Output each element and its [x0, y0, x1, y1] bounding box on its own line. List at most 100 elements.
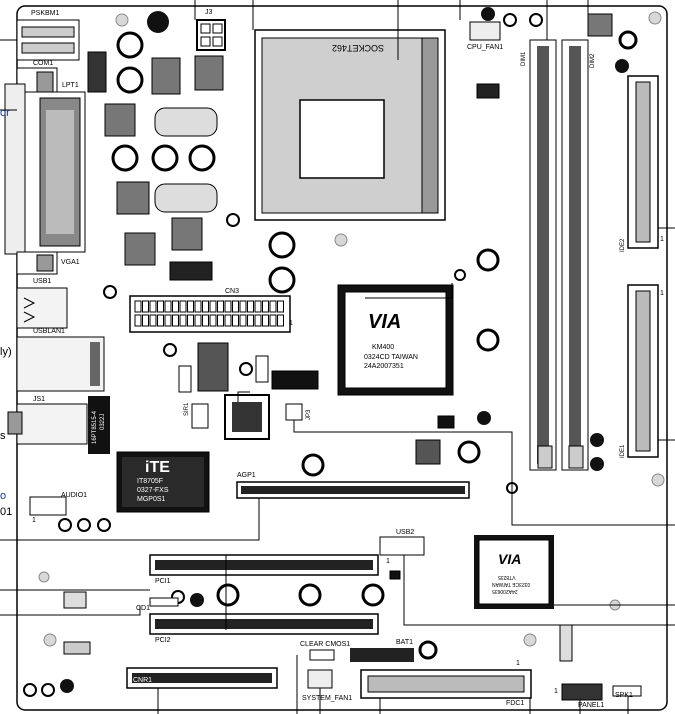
- cn3-pin: [262, 300, 269, 313]
- edge-text-or: or: [0, 107, 10, 119]
- pci1-label: PCI1: [155, 578, 171, 585]
- cn3-pin: [142, 300, 149, 313]
- com-port: [16, 67, 58, 97]
- cn3-pin: [164, 300, 172, 313]
- via-south-model: VT8235: [498, 574, 516, 580]
- super-io-chip: [116, 451, 210, 513]
- black-capacitors: [60, 7, 629, 693]
- cn3-pin: [202, 300, 209, 313]
- cnr1-label: CNR1: [133, 677, 153, 684]
- j3-label: J3: [205, 9, 213, 16]
- cn3-pin: [179, 314, 187, 327]
- pin-headers: [29, 21, 642, 701]
- cn3-pin: [187, 300, 194, 313]
- cn3-pin: [157, 300, 164, 313]
- ide1-pin-one: 1: [660, 290, 664, 297]
- cn3-pin: [202, 314, 209, 327]
- edge-text-o: o: [0, 490, 7, 502]
- inductors: [87, 13, 613, 281]
- pskbm1-label: PSKBM1: [31, 10, 60, 17]
- lan-chip-line1: 16PT8515-4: [92, 410, 98, 444]
- ite-line1: IT8705F: [137, 478, 164, 485]
- jp3-label: JP3: [306, 409, 312, 420]
- cn3-pin: [209, 300, 217, 313]
- ite-line2: 0327-FXS: [137, 487, 169, 494]
- panel1-label: PANEL1: [578, 702, 605, 709]
- cn3-pin: [217, 300, 224, 313]
- via-north-brand: VIA: [368, 311, 402, 333]
- cn3-pin: [277, 314, 284, 327]
- pci-slots: [149, 554, 379, 635]
- small-capacitors: [23, 13, 543, 697]
- usblan1-label: USBLAN1: [33, 328, 65, 335]
- fdc1-label: FDC1: [506, 700, 525, 707]
- dim2-label: DIM2: [590, 53, 596, 68]
- cn3-pin: [224, 300, 232, 313]
- usb-port: [16, 287, 68, 329]
- panel1-pin-one: 1: [554, 688, 558, 695]
- system-fan-label: SYSTEM_FAN1: [302, 695, 353, 702]
- cd1-label: CD1: [136, 605, 151, 612]
- audio1-pin-one: 1: [32, 517, 36, 524]
- via-north-line3: 24A2007351: [364, 363, 404, 370]
- floppy-connector: [360, 669, 532, 699]
- capacitors: [111, 30, 638, 660]
- socket-label: SOCKET462: [332, 43, 385, 53]
- cn3-pin: [172, 314, 179, 327]
- cn3-pin: [247, 300, 254, 313]
- via-south-brand: VIA: [498, 551, 522, 567]
- cn3-pin: [269, 300, 277, 313]
- vga-port: [16, 251, 58, 275]
- battery: [350, 648, 414, 662]
- edge-text-ly: ly): [0, 346, 12, 358]
- fdc1-pin-one: 1: [516, 660, 520, 667]
- mounting-holes: [38, 11, 665, 647]
- usb-lan-port: [16, 336, 105, 392]
- lpt1-label: LPT1: [62, 82, 79, 89]
- ide1-label: IDE1: [620, 444, 626, 458]
- cn3-pin: [187, 314, 194, 327]
- cn3-pin-one: 1: [289, 320, 293, 327]
- dim1-label: DIM1: [521, 51, 527, 66]
- edge-text-01: 01: [0, 506, 13, 518]
- cn3-pin: [239, 300, 247, 313]
- usb1-label: USB1: [33, 278, 52, 285]
- cn3-pin: [142, 314, 149, 327]
- ide2-pin-one: 1: [660, 236, 664, 243]
- cn3-pin: [254, 300, 262, 313]
- j3-power-connector: [196, 19, 226, 51]
- ide2-label: IDE2: [620, 238, 626, 252]
- joystick-port: [7, 403, 88, 445]
- misc-components: [63, 342, 455, 655]
- cn3-pin: [164, 314, 172, 327]
- via-south-line2: 0323CE TAIWAN: [492, 581, 531, 587]
- cn3-pin: [239, 314, 247, 327]
- lan-chip-line2: 0322J: [100, 413, 106, 430]
- pci2-label: PCI2: [155, 637, 171, 644]
- ite-line3: MGP0S1: [137, 496, 166, 503]
- cn3-pin: [149, 314, 157, 327]
- cn3-pin: [262, 314, 269, 327]
- via-north-line2: 0324CD TAIWAN: [364, 354, 418, 361]
- js1-label: JS1: [33, 396, 46, 403]
- cn3-pin: [232, 300, 239, 313]
- lpt-port: [4, 83, 86, 255]
- cn3-pin: [194, 314, 202, 327]
- ide-connectors: [627, 75, 659, 458]
- cn3-pin: [254, 314, 262, 327]
- spk1-label: SPK1: [615, 692, 633, 699]
- via-south-line3: 24A200635: [492, 588, 518, 594]
- cpu-fan-label: CPU_FAN1: [467, 44, 504, 51]
- lan-chip: [88, 396, 110, 454]
- audio1-label: AUDIO1: [61, 492, 88, 499]
- cn3-pin: [194, 300, 202, 313]
- south-bridge-chip: [474, 535, 554, 609]
- cn3-pin: [209, 314, 217, 327]
- cn3-pin: [179, 300, 187, 313]
- cn3-pin: [157, 314, 164, 327]
- clip-part: [559, 624, 573, 662]
- cn3-pin: [217, 314, 224, 327]
- sir1-label: SIR1: [184, 402, 190, 416]
- bat1-label: BAT1: [396, 639, 413, 646]
